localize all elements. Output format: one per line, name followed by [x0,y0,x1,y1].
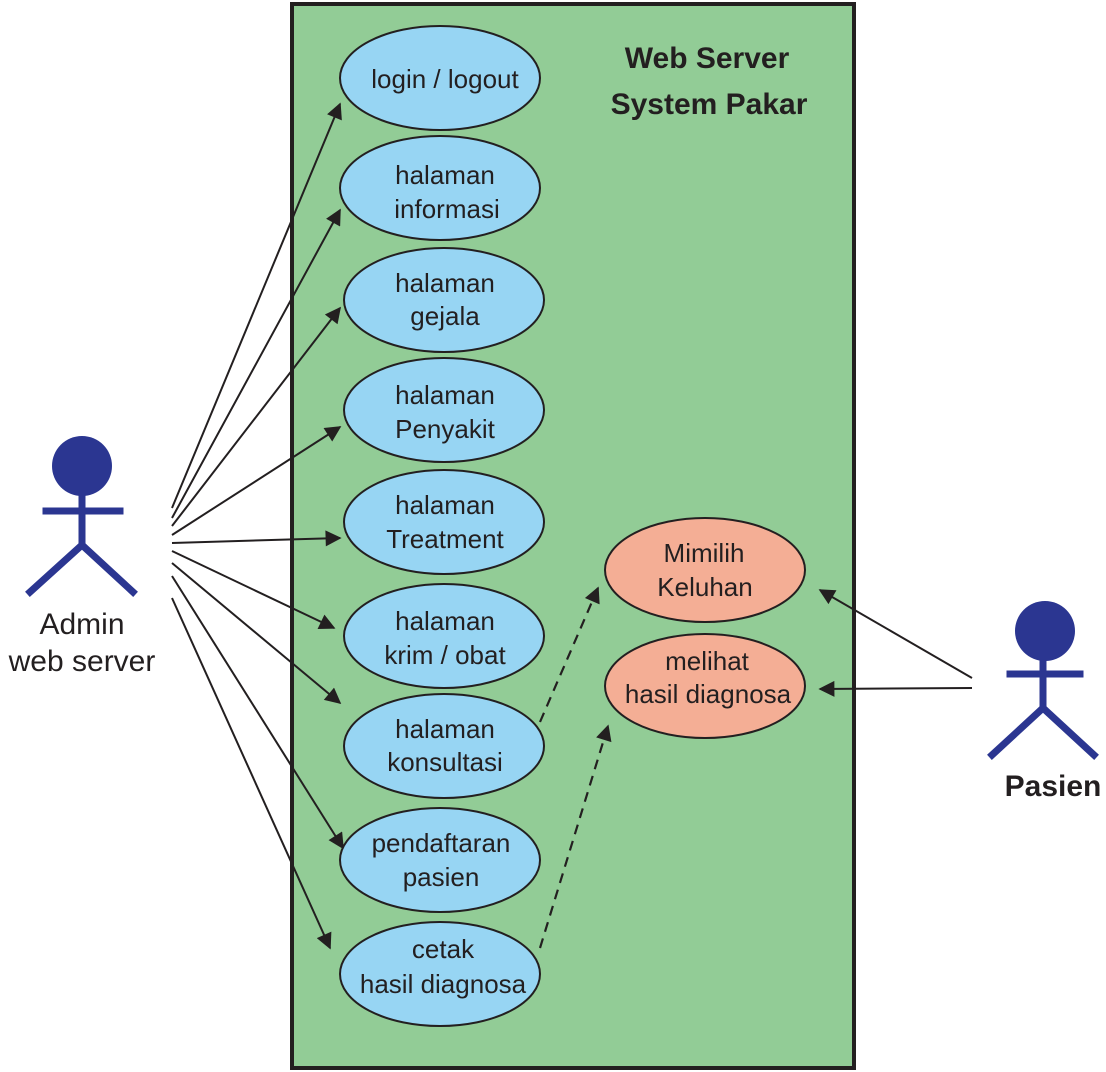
usecase-melihat-hasil-diagnosa[interactable]: melihat hasil diagnosa [604,633,806,739]
usecase-halaman-penyakit[interactable]: halaman Penyakit [343,357,545,463]
usecase-gejala-line1: halaman [395,268,495,298]
actor-admin-label-line2: web server [8,645,156,678]
usecase-login[interactable]: login / logout [339,25,541,131]
actor-admin-label-line1: Admin [39,608,124,641]
actor-pasien-body [987,656,1099,760]
usecase-melihat-line1: melihat [665,646,750,676]
assoc-admin-konsultasi [171,562,342,705]
usecase-mimilih-keluhan[interactable]: Mimilih Keluhan [604,517,806,623]
usecase-halaman-krim-obat[interactable]: halaman krim / obat [343,583,545,689]
actor-admin-body [25,490,138,597]
actor-pasien-head [1015,601,1075,661]
usecase-penyakit-line1: halaman [395,380,495,410]
assoc-admin-treatment [171,530,342,547]
usecase-informasi-line1: halaman [395,160,495,190]
assoc-admin-gejala [171,306,341,527]
assoc-pasien-melihat [818,680,973,697]
usecase-gejala-line2: gejala [410,301,480,331]
usecase-treatment-line1: halaman [395,490,495,520]
system-title-line2: System Pakar [611,88,808,121]
usecase-mimilih-line2: Keluhan [657,572,752,602]
usecase-penyakit-line2: Penyakit [395,414,495,444]
assoc-admin-informasi [171,208,341,519]
usecase-cetak-hasil-diagnosa[interactable]: cetak hasil diagnosa [339,921,541,1027]
actor-admin[interactable]: Admin web server [8,436,156,678]
usecase-pendaftaran-line2: pasien [403,862,480,892]
admin-associations [171,102,344,950]
pasien-associations [818,589,973,697]
usecase-melihat-line2: hasil diagnosa [625,679,792,709]
usecase-pendaftaran-pasien[interactable]: pendaftaran pasien [339,807,541,913]
assoc-admin-cetak [171,597,332,950]
usecase-halaman-konsultasi[interactable]: halaman konsultasi [343,693,545,799]
assoc-admin-login [171,102,342,509]
usecase-pendaftaran-line1: pendaftaran [372,828,511,858]
system-title-line1: Web Server [625,42,790,75]
usecase-halaman-informasi[interactable]: halaman informasi [339,135,541,241]
dashed-relations [538,586,612,949]
usecase-treatment-line2: Treatment [386,524,504,554]
actor-pasien-label: Pasien [1005,770,1102,803]
usecase-krim-line1: halaman [395,606,495,636]
assoc-admin-pendaftaran [171,575,344,850]
actor-pasien[interactable]: Pasien [987,601,1102,803]
usecase-cetak-line1: cetak [412,934,475,964]
assoc-admin-penyakit [171,426,342,536]
dashed-konsultasi-mimilih [538,586,600,723]
usecase-informasi-line2: informasi [394,194,499,224]
usecase-mimilih-line1: Mimilih [664,538,745,568]
usecase-konsultasi-line2: konsultasi [387,747,503,777]
usecase-halaman-treatment[interactable]: halaman Treatment [343,469,545,575]
assoc-pasien-mimilih [818,589,973,679]
usecase-halaman-gejala[interactable]: halaman gejala [343,247,545,353]
usecase-krim-line2: krim / obat [384,640,506,670]
usecase-login-label: login / logout [371,64,519,94]
usecase-konsultasi-line1: halaman [395,714,495,744]
usecase-cetak-line2: hasil diagnosa [360,969,527,999]
dashed-cetak-melihat [538,724,612,949]
assoc-admin-krim [171,550,336,630]
actor-admin-head [52,436,112,496]
